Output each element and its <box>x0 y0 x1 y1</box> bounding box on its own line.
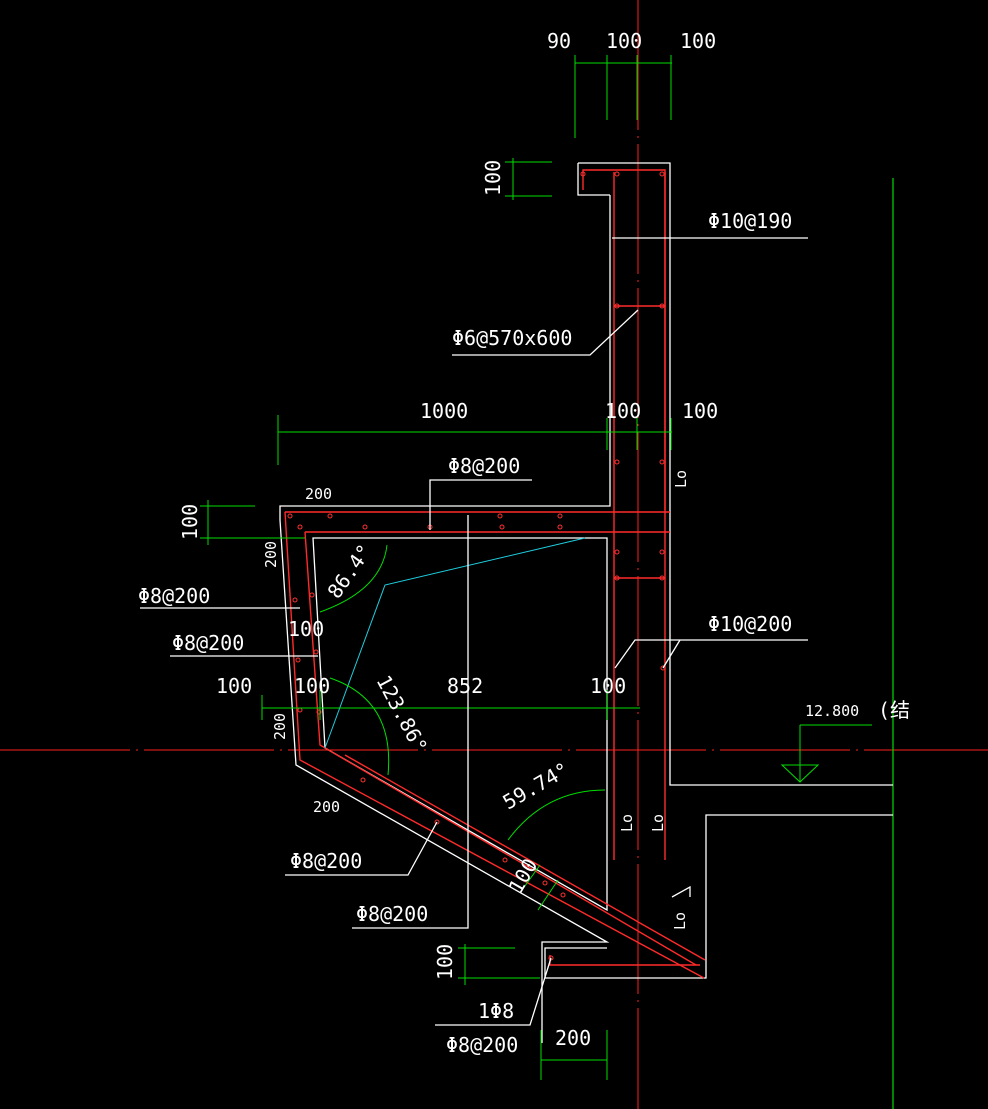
dim-top-100b: 100 <box>680 29 716 53</box>
label-right-wall: Φ10@200 <box>708 612 792 636</box>
dim-bottom-200: 200 <box>313 798 340 816</box>
dim-mid-1000: 1000 <box>420 399 468 423</box>
label-diag-lower: Φ8@200 <box>290 849 362 873</box>
leader-lines <box>140 237 808 1026</box>
elevation-note: (结 <box>878 698 910 722</box>
dim-slab-100: 100 <box>178 504 202 540</box>
label-top-vertical: Φ10@190 <box>708 209 792 233</box>
foot-rebar <box>549 955 700 966</box>
dim-foot-100: 100 <box>433 944 457 980</box>
angle-59-74: 59.74° <box>499 757 574 814</box>
label-foot-bar: 1Φ8 <box>478 999 514 1023</box>
dim-wall-200-low: 200 <box>271 713 289 740</box>
span-dim-line <box>261 690 640 720</box>
lo-lower-left: Lo <box>618 814 636 832</box>
elevation-marker <box>780 724 872 783</box>
dim-mid-100a: 100 <box>605 399 641 423</box>
label-stirrup: Φ6@570x600 <box>452 326 572 350</box>
angle-helper-cyan <box>324 537 586 749</box>
dimension-texts: 90 100 100 100 1000 100 100 100 200 200 … <box>178 29 718 1050</box>
dim-right-100: 100 <box>590 674 626 698</box>
label-foot-stirrup: Φ8@200 <box>446 1033 518 1057</box>
dim-wall-200: 200 <box>262 541 280 568</box>
label-diag-upper: Φ8@200 <box>356 902 428 926</box>
bottom-step-outline <box>544 814 893 979</box>
lo-foot-hook <box>671 885 691 898</box>
diag-dim <box>521 864 559 911</box>
lo-foot: Lo <box>671 912 689 930</box>
label-left-outer: Φ8@200 <box>138 584 210 608</box>
upper-wall-outline <box>279 162 893 1043</box>
dim-top-100a: 100 <box>606 29 642 53</box>
inner-opening-outline <box>312 537 608 912</box>
dim-left-100c: 100 <box>294 674 330 698</box>
label-slab: Φ8@200 <box>448 454 520 478</box>
mid-dim-line <box>277 415 672 465</box>
dim-slab-200: 200 <box>305 485 332 503</box>
rebar-dots <box>287 171 666 961</box>
dim-diag-100: 100 <box>504 854 543 897</box>
concrete-outline <box>279 162 893 1043</box>
dim-span-852: 852 <box>447 674 483 698</box>
dim-foot-200: 200 <box>555 1026 591 1050</box>
slope-rebar-extra <box>344 754 706 961</box>
lo-lower-right: Lo <box>649 814 667 832</box>
angle-arc-2 <box>329 677 390 776</box>
angle-arc-3 <box>507 789 606 841</box>
left-wall-rebar-inner <box>304 531 697 966</box>
slab-dim <box>200 500 305 545</box>
angle-helper-lines <box>324 537 586 749</box>
left-top-dim <box>505 158 552 200</box>
angle-86-4: 86.4° <box>322 540 376 603</box>
elevation-value: 12.800 <box>805 702 859 720</box>
angle-123-86: 123.86° <box>372 671 433 757</box>
dim-mid-100b: 100 <box>682 399 718 423</box>
anchorage-texts: Lo Lo Lo Lo <box>618 470 691 930</box>
elevation-mark: 12.800 (结 <box>805 698 910 722</box>
left-wall-rebar-outer <box>284 511 705 979</box>
dim-left-100b: 100 <box>216 674 252 698</box>
foot-dim-lines <box>458 944 608 1080</box>
top-hook-rebar <box>582 169 666 510</box>
rebar-label-texts: Φ10@190 Φ6@570x600 Φ8@200 Φ8@200 Φ8@200 … <box>138 209 792 1057</box>
top-dim-lines <box>574 55 672 138</box>
angle-arc-1 <box>319 544 388 613</box>
dim-left-100a: 100 <box>288 617 324 641</box>
lo-upper: Lo <box>672 470 690 488</box>
dimension-lines <box>200 55 872 1080</box>
dim-top-90: 90 <box>547 29 571 53</box>
label-left-inner: Φ8@200 <box>172 631 244 655</box>
dim-left-100-top: 100 <box>481 160 505 196</box>
rebar-lines <box>284 169 706 979</box>
